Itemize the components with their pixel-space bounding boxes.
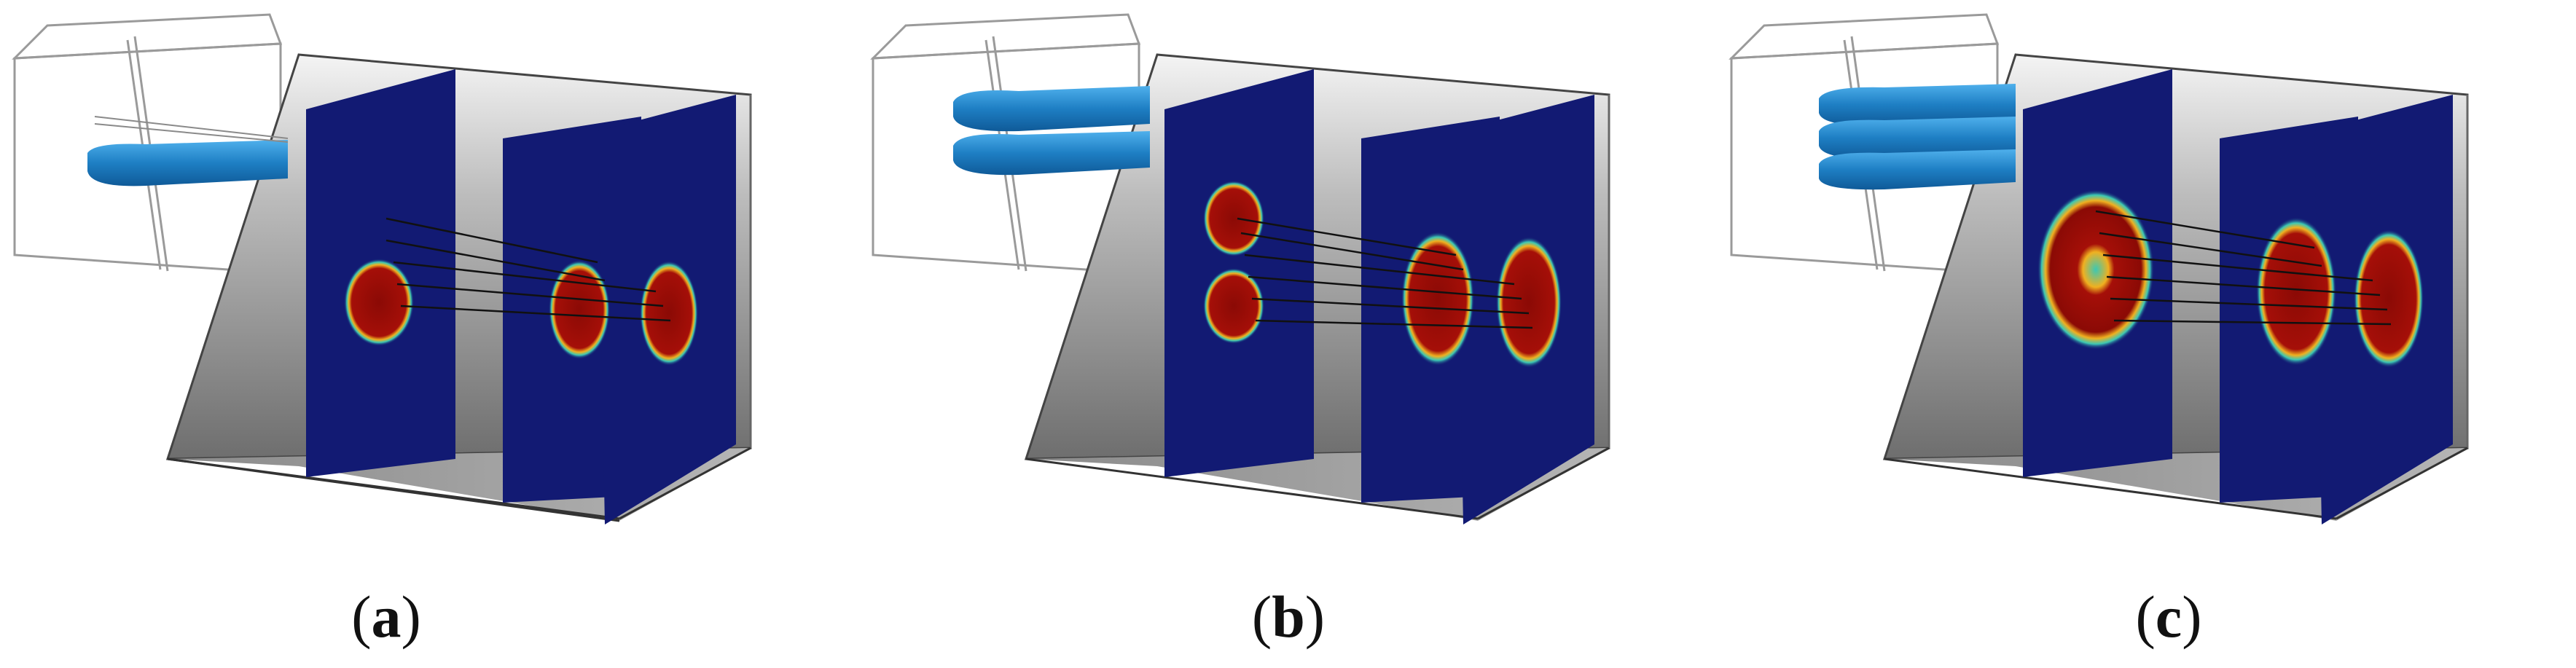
caption-c: (c) xyxy=(2135,583,2202,650)
caption-letter: b xyxy=(1272,583,1305,650)
caption-letter: a xyxy=(371,583,402,650)
core-blob-3 xyxy=(640,261,698,366)
caption-b: (b) xyxy=(1251,583,1326,650)
core-blob-lower xyxy=(1203,268,1264,344)
panel-b: (b) xyxy=(858,0,1717,668)
panel-a: (a) xyxy=(0,0,858,668)
core-blob-2 xyxy=(2256,217,2336,366)
simulation-render-c xyxy=(1729,13,2469,524)
caption-letter: c xyxy=(2155,583,2182,650)
core-blob-upper xyxy=(1203,181,1264,256)
panel-c: (c) xyxy=(1717,0,2575,668)
core-blob-3 xyxy=(2354,229,2424,368)
caption-a: (a) xyxy=(351,583,421,650)
simulation-render-a xyxy=(12,13,752,524)
simulation-render-b xyxy=(870,13,1610,524)
core-blob-3 xyxy=(1496,237,1562,368)
core-blob-1 xyxy=(344,259,414,346)
core-ring xyxy=(2037,189,2154,350)
core-blob-2 xyxy=(1401,232,1474,366)
